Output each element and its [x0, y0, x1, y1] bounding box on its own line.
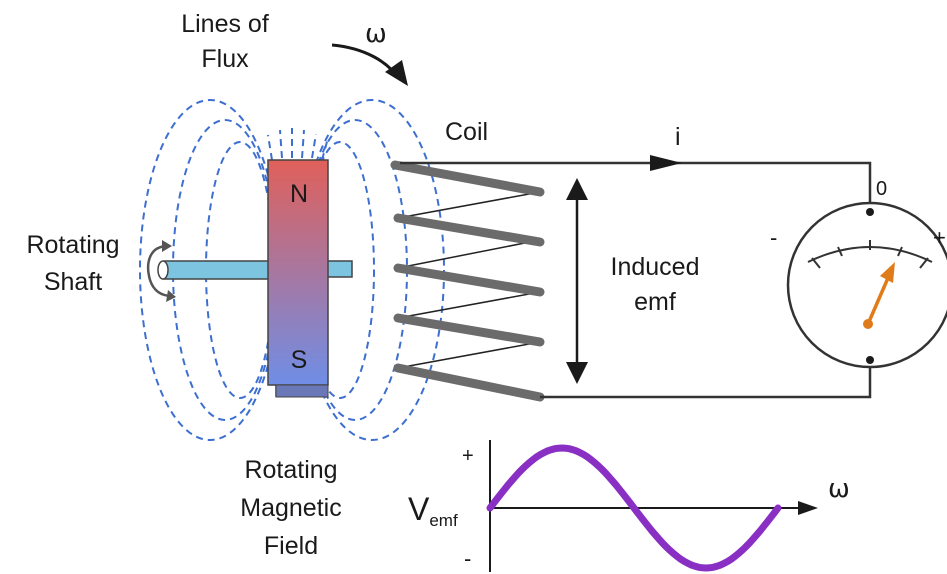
rotating-shaft [157, 260, 353, 280]
circuit-wires [400, 161, 872, 399]
graph-plus-label: + [462, 445, 474, 467]
coil-back [397, 191, 541, 369]
graph-minus-label: - [464, 546, 471, 571]
rotating-field-label-2: Magnetic [240, 494, 341, 522]
rotating-field-label-1: Rotating [244, 456, 337, 484]
omega-axis-label: ω [828, 474, 850, 504]
meter-minus-label: - [770, 225, 777, 250]
rotating-field-label-3: Field [264, 532, 318, 560]
omega-label-top: ω [365, 19, 387, 49]
current-arrow [650, 155, 682, 171]
v-emf-label: Vemf [408, 491, 458, 530]
meter-zero-label: 0 [876, 178, 887, 200]
galvanometer [786, 201, 947, 369]
v-emf-main: V [408, 491, 430, 527]
rotating-shaft-label-1: Rotating [26, 231, 119, 259]
bar-magnet [267, 159, 329, 398]
induced-emf-label-1: Induced [611, 253, 700, 281]
meter-needle [863, 262, 895, 329]
induced-emf-label-2: emf [634, 288, 676, 316]
v-emf-subscript: emf [429, 511, 458, 530]
lines-of-flux-label-1: Lines of [181, 10, 269, 38]
emf-waveform [486, 444, 782, 572]
emf-double-arrow [566, 178, 588, 384]
shaft-rotation-icon [146, 240, 176, 302]
rotation-arrow-icon [331, 43, 408, 86]
meter-plus-label: + [933, 225, 946, 250]
rotating-shaft-label-2: Shaft [44, 268, 102, 296]
lines-of-flux-label-2: Flux [201, 45, 249, 73]
current-label: i [675, 123, 681, 151]
emf-graph-axes [489, 440, 818, 572]
magnet-south-label: S [291, 346, 308, 374]
magnet-north-label: N [290, 180, 308, 208]
coil [390, 160, 545, 402]
coil-label: Coil [445, 118, 488, 146]
